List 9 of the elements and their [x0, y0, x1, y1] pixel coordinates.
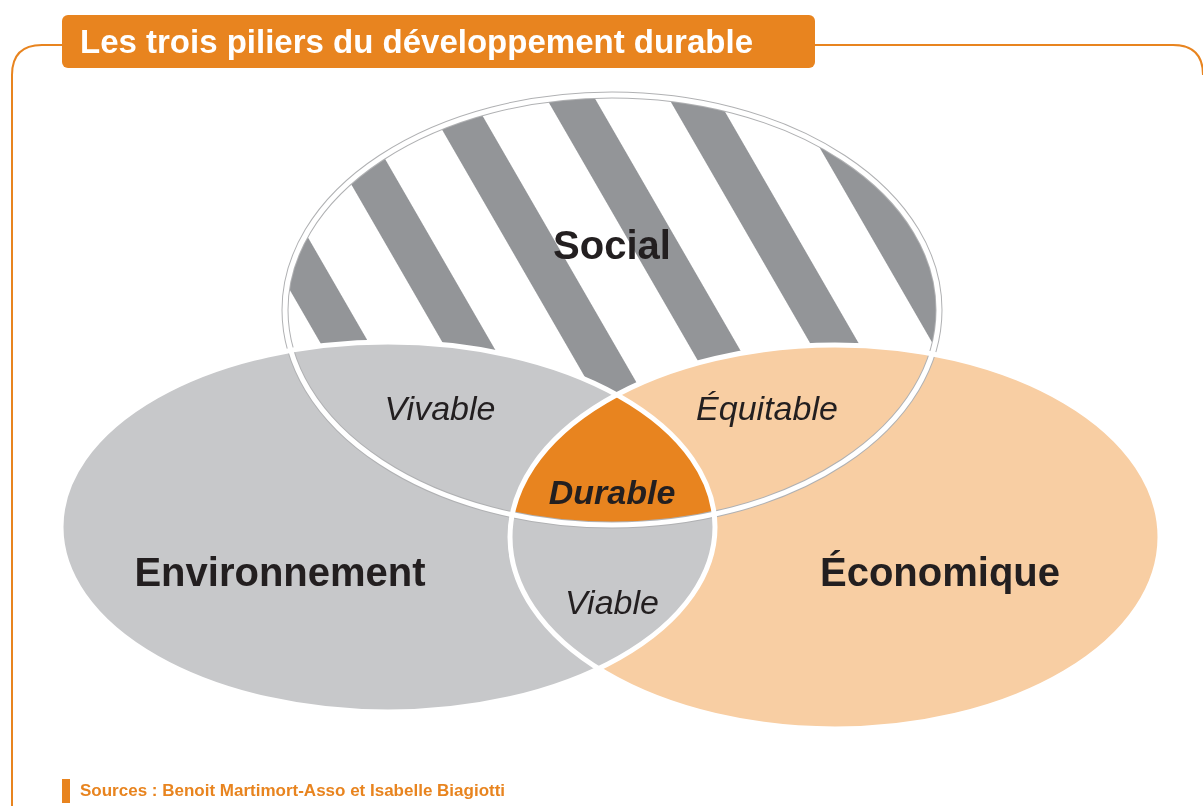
circle-label: Environnement: [134, 549, 426, 595]
circle-label: Social: [553, 222, 671, 268]
overlap-label: Viable: [565, 582, 659, 622]
center-overlap-label: Durable: [548, 472, 676, 512]
source-caption: Sources : Benoit Martimort-Asso et Isabelle Biagiotti: [80, 780, 506, 802]
overlap-label: Équitable: [696, 388, 838, 428]
overlap-label: Vivable: [384, 388, 496, 428]
title-banner: Les trois piliers du développement durable: [62, 15, 815, 68]
circle-label: Économique: [820, 549, 1060, 595]
